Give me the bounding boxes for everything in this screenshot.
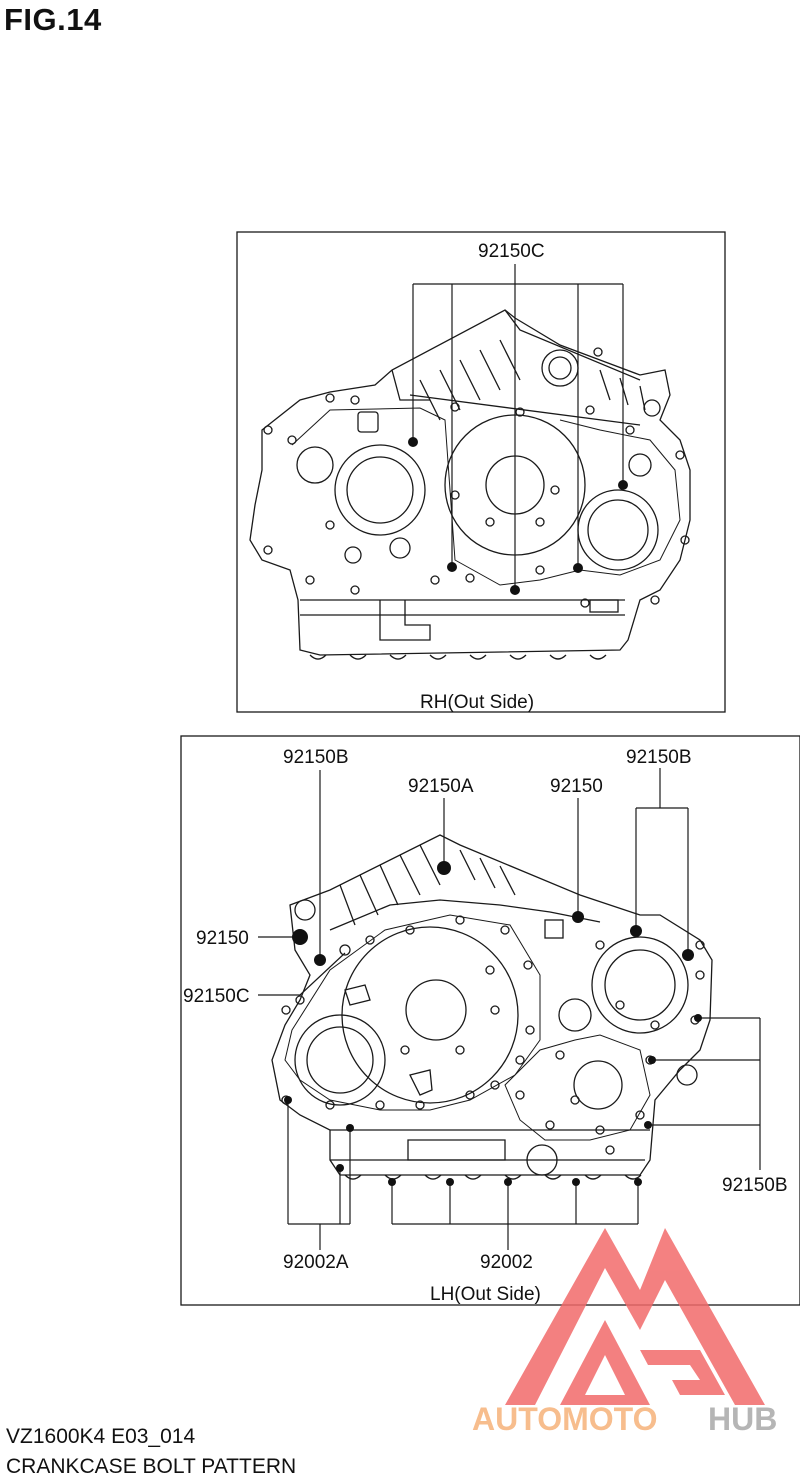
bolt-marker bbox=[630, 925, 642, 937]
panel-rh-frame bbox=[236, 231, 726, 713]
bolt-marker bbox=[388, 1178, 396, 1186]
callout-label-92150c-left: 92150C bbox=[183, 986, 250, 1007]
bolt-marker bbox=[510, 585, 520, 595]
callout-label-92150a: 92150A bbox=[408, 776, 474, 797]
bolt-marker bbox=[446, 1178, 454, 1186]
bolt-marker bbox=[573, 563, 583, 573]
callout-label-92150c-rh: 92150C bbox=[478, 241, 545, 262]
callout-lines-lh bbox=[258, 768, 761, 1250]
callout-label-92150-left: 92150 bbox=[196, 928, 249, 949]
figure-description: CRANKCASE BOLT PATTERN bbox=[6, 1455, 297, 1478]
panel-lh-frame bbox=[180, 735, 800, 1306]
bolt-markers-rh bbox=[408, 437, 628, 595]
callout-lines-rh bbox=[412, 264, 624, 587]
panel-rh-caption: RH(Out Side) bbox=[420, 692, 534, 713]
watermark-text-automoto: AUTOMOTO bbox=[472, 1401, 657, 1437]
panel-lh: 92150B 92150A 92150 92150B 92150 92150C … bbox=[180, 735, 800, 1306]
bolt-marker bbox=[437, 861, 451, 875]
bolt-marker bbox=[504, 1178, 512, 1186]
bolt-marker bbox=[314, 954, 326, 966]
figure-title: FIG.14 bbox=[4, 2, 102, 37]
callout-label-92150b-right: 92150B bbox=[722, 1175, 788, 1196]
callout-label-92002a: 92002A bbox=[283, 1252, 349, 1273]
bolt-marker bbox=[618, 480, 628, 490]
bolt-marker bbox=[682, 949, 694, 961]
bolt-marker bbox=[572, 911, 584, 923]
bolt-marker bbox=[648, 1056, 656, 1064]
crankcase-rh-illustration bbox=[249, 309, 691, 660]
bolt-marker bbox=[284, 1096, 292, 1104]
bolt-markers-lh bbox=[284, 861, 702, 1186]
callout-label-92150b-top-left: 92150B bbox=[283, 747, 349, 768]
bolt-marker bbox=[694, 1014, 702, 1022]
panel-rh: 92150C RH(Out Side) bbox=[236, 231, 726, 713]
model-code: VZ1600K4 E03_014 bbox=[6, 1425, 196, 1448]
watermark-logo: AUTOMOTO HUB bbox=[472, 1228, 777, 1437]
watermark-text-hub: HUB bbox=[708, 1401, 777, 1437]
panel-lh-caption: LH(Out Side) bbox=[430, 1284, 541, 1305]
bolt-marker bbox=[572, 1178, 580, 1186]
bolt-marker bbox=[346, 1124, 354, 1132]
bolt-marker bbox=[408, 437, 418, 447]
callout-label-92150-top: 92150 bbox=[550, 776, 603, 797]
bolt-marker bbox=[447, 562, 457, 572]
bolt-marker bbox=[336, 1164, 344, 1172]
logo-mark-icon bbox=[505, 1228, 765, 1405]
bolt-marker bbox=[644, 1121, 652, 1129]
callout-label-92150b-top-right: 92150B bbox=[626, 747, 692, 768]
callout-label-92002: 92002 bbox=[480, 1252, 533, 1273]
bolt-marker bbox=[634, 1178, 642, 1186]
bolt-marker bbox=[292, 929, 308, 945]
